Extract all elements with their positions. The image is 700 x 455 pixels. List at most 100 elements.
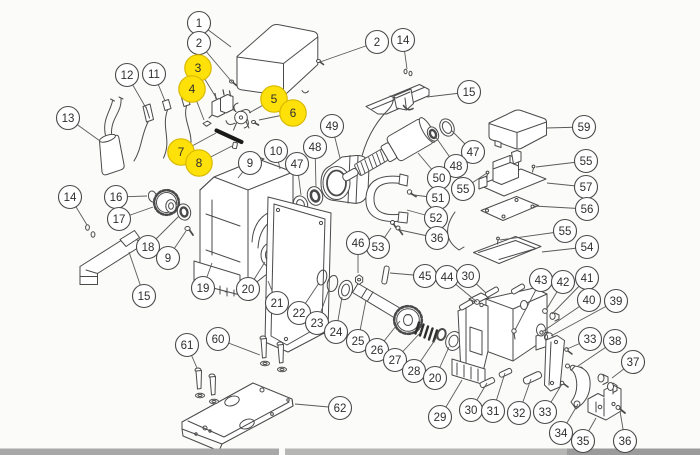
part-balloon-20[interactable]: 20: [422, 365, 448, 391]
part-balloon-31[interactable]: 31: [480, 398, 506, 424]
part-balloon-55[interactable]: 55: [450, 176, 476, 202]
part-balloon-25[interactable]: 25: [345, 328, 371, 354]
part-balloon-9[interactable]: 9: [237, 150, 263, 176]
part-balloon-47[interactable]: 47: [460, 139, 486, 165]
part-balloon-12[interactable]: 12: [114, 62, 140, 88]
balloon-circle[interactable]: [548, 420, 574, 446]
part-balloon-4[interactable]: 4: [178, 75, 206, 103]
balloon-circle[interactable]: [190, 275, 216, 301]
balloon-circle[interactable]: [55, 105, 81, 131]
part-balloon-30[interactable]: 30: [455, 263, 481, 289]
balloon-circle[interactable]: [480, 398, 506, 424]
highlighted-balloon-circle[interactable]: [178, 75, 206, 103]
part-balloon-48[interactable]: 48: [443, 153, 469, 179]
balloon-circle[interactable]: [135, 234, 161, 260]
part-balloon-16[interactable]: 16: [103, 184, 129, 210]
part-balloon-21[interactable]: 21: [264, 290, 290, 316]
part-balloon-61[interactable]: 61: [174, 332, 200, 358]
part-balloon-34[interactable]: 34: [548, 420, 574, 446]
part-balloon-49[interactable]: 49: [319, 113, 345, 139]
highlighted-balloon-circle[interactable]: [279, 99, 307, 127]
balloon-circle[interactable]: [574, 234, 600, 260]
balloon-circle[interactable]: [550, 269, 576, 295]
balloon-circle[interactable]: [612, 428, 638, 454]
part-balloon-24[interactable]: 24: [323, 319, 349, 345]
part-balloon-45[interactable]: 45: [412, 263, 438, 289]
balloon-circle[interactable]: [460, 139, 486, 165]
part-balloon-40[interactable]: 40: [576, 287, 602, 313]
balloon-circle[interactable]: [237, 150, 263, 176]
balloon-circle[interactable]: [319, 113, 345, 139]
balloon-circle[interactable]: [422, 365, 448, 391]
part-balloon-14[interactable]: 14: [57, 184, 83, 210]
part-balloon-11[interactable]: 11: [141, 61, 167, 87]
part-balloon-53[interactable]: 53: [365, 234, 391, 260]
part-balloon-6[interactable]: 6: [279, 99, 307, 127]
part-balloon-30[interactable]: 30: [458, 397, 484, 423]
part-balloon-15[interactable]: 15: [456, 79, 482, 105]
balloon-circle[interactable]: [263, 138, 289, 164]
part-balloon-51[interactable]: 51: [425, 185, 451, 211]
balloon-circle[interactable]: [364, 29, 390, 55]
balloon-circle[interactable]: [235, 276, 261, 302]
part-balloon-19[interactable]: 19: [190, 275, 216, 301]
highlighted-balloon-circle[interactable]: [260, 85, 288, 113]
part-balloon-35[interactable]: 35: [570, 428, 596, 454]
part-balloon-43[interactable]: 43: [528, 267, 554, 293]
part-balloon-5[interactable]: 5: [260, 85, 288, 113]
part-balloon-60[interactable]: 60: [205, 326, 231, 352]
part-balloon-46[interactable]: 46: [345, 230, 371, 256]
part-balloon-2[interactable]: 2: [186, 30, 212, 56]
part-balloon-48[interactable]: 48: [302, 134, 328, 160]
balloon-circle[interactable]: [443, 153, 469, 179]
part-balloon-13[interactable]: 13: [55, 105, 81, 131]
part-balloon-37[interactable]: 37: [620, 349, 646, 375]
part-balloon-55[interactable]: 55: [552, 218, 578, 244]
part-balloon-10[interactable]: 10: [263, 138, 289, 164]
part-balloon-2[interactable]: 2: [364, 29, 390, 55]
part-balloon-9[interactable]: 9: [155, 245, 181, 271]
part-balloon-8[interactable]: 8: [185, 149, 213, 177]
balloon-circle[interactable]: [382, 347, 408, 373]
part-balloon-32[interactable]: 32: [506, 400, 532, 426]
balloon-circle[interactable]: [577, 326, 603, 352]
balloon-circle[interactable]: [602, 328, 628, 354]
balloon-circle[interactable]: [390, 27, 416, 53]
balloon-circle[interactable]: [327, 395, 353, 421]
part-balloon-27[interactable]: 27: [382, 347, 408, 373]
balloon-circle[interactable]: [571, 114, 597, 140]
balloon-circle[interactable]: [570, 428, 596, 454]
balloon-circle[interactable]: [603, 288, 629, 314]
balloon-circle[interactable]: [264, 290, 290, 316]
balloon-circle[interactable]: [345, 230, 371, 256]
part-balloon-33[interactable]: 33: [577, 326, 603, 352]
balloon-circle[interactable]: [114, 62, 140, 88]
part-balloon-20[interactable]: 20: [235, 276, 261, 302]
balloon-circle[interactable]: [141, 61, 167, 87]
balloon-circle[interactable]: [455, 263, 481, 289]
part-balloon-41[interactable]: 41: [574, 265, 600, 291]
part-balloon-26[interactable]: 26: [364, 337, 390, 363]
balloon-circle[interactable]: [174, 332, 200, 358]
balloon-circle[interactable]: [57, 184, 83, 210]
highlighted-balloon-circle[interactable]: [185, 149, 213, 177]
part-balloon-59[interactable]: 59: [571, 114, 597, 140]
part-balloon-29[interactable]: 29: [427, 404, 453, 430]
balloon-circle[interactable]: [576, 287, 602, 313]
balloon-circle[interactable]: [456, 79, 482, 105]
part-balloon-42[interactable]: 42: [550, 269, 576, 295]
balloon-circle[interactable]: [573, 148, 599, 174]
balloon-circle[interactable]: [302, 134, 328, 160]
balloon-circle[interactable]: [205, 326, 231, 352]
balloon-circle[interactable]: [552, 218, 578, 244]
balloon-circle[interactable]: [106, 206, 132, 232]
part-balloon-38[interactable]: 38: [602, 328, 628, 354]
balloon-circle[interactable]: [424, 225, 450, 251]
balloon-circle[interactable]: [620, 349, 646, 375]
part-balloon-33[interactable]: 33: [532, 399, 558, 425]
part-balloon-17[interactable]: 17: [106, 206, 132, 232]
part-balloon-18[interactable]: 18: [135, 234, 161, 260]
part-balloon-39[interactable]: 39: [603, 288, 629, 314]
part-balloon-55[interactable]: 55: [573, 148, 599, 174]
part-balloon-28[interactable]: 28: [401, 358, 427, 384]
